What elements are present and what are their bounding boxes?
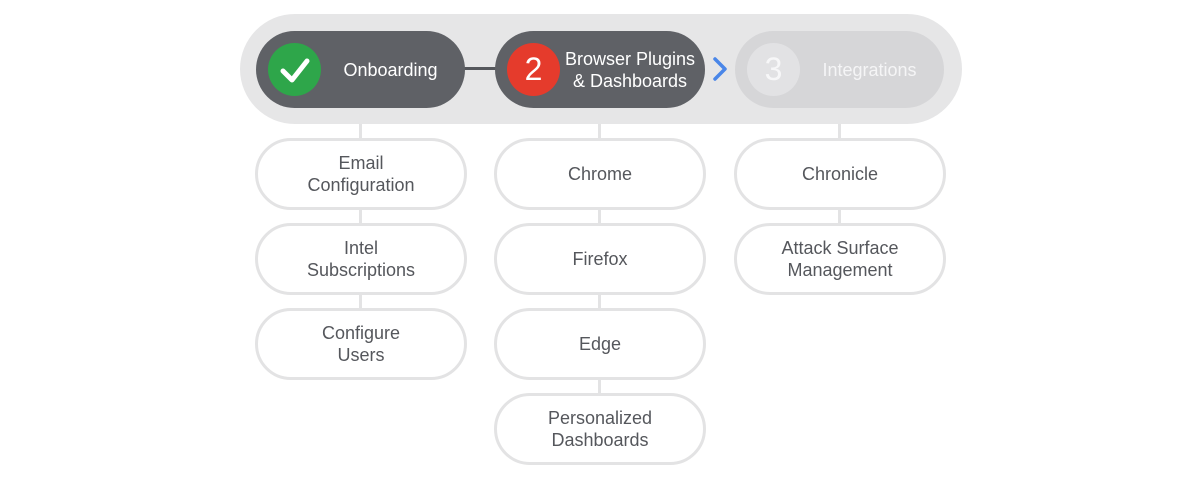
step-browser-plugins: 2 Browser Plugins & Dashboards [495, 31, 705, 108]
step-onboarding: Onboarding [256, 31, 465, 108]
connector-line [598, 210, 601, 226]
connector-line [359, 210, 362, 226]
substep-edge: Edge [494, 308, 706, 380]
step-label: Browser Plugins & Dashboards [564, 48, 696, 91]
step-connector-line [462, 67, 500, 70]
connector-line [838, 210, 841, 226]
substep-email-configuration: Email Configuration [255, 138, 467, 210]
step-label: Onboarding [343, 59, 438, 80]
connector-line [598, 295, 601, 311]
substep-chrome: Chrome [494, 138, 706, 210]
step-label: Integrations [822, 59, 917, 80]
substep-intel-subscriptions: Intel Subscriptions [255, 223, 467, 295]
connector-line [598, 124, 601, 144]
connector-line [359, 295, 362, 311]
connector-line [838, 124, 841, 144]
substep-chronicle: Chronicle [734, 138, 946, 210]
step-number-badge: 3 [747, 43, 800, 96]
chevron-right-icon [713, 57, 727, 81]
substep-personalized-dashboards: Personalized Dashboards [494, 393, 706, 465]
checkmark-icon [268, 43, 321, 96]
connector-line [359, 124, 362, 144]
step-integrations: 3 Integrations [735, 31, 944, 108]
substep-configure-users: Configure Users [255, 308, 467, 380]
connector-line [598, 380, 601, 396]
substep-firefox: Firefox [494, 223, 706, 295]
substep-attack-surface-management: Attack Surface Management [734, 223, 946, 295]
step-number-badge: 2 [507, 43, 560, 96]
